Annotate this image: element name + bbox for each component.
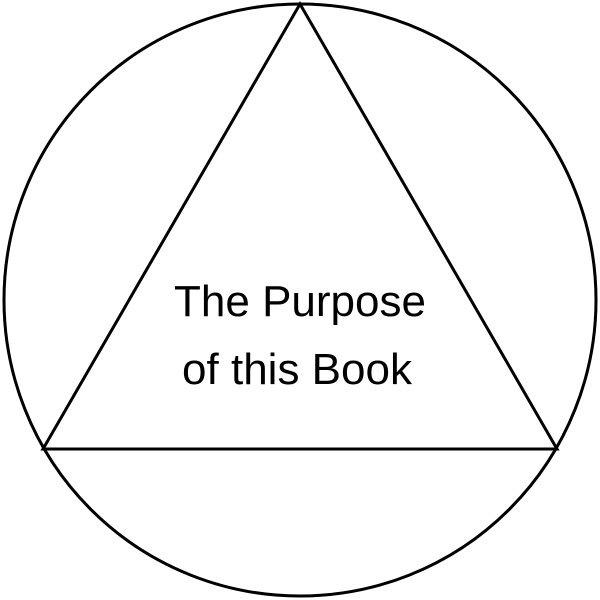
label-line-2: of this Book: [182, 345, 413, 394]
label-line-1: The Purpose: [174, 277, 426, 326]
inscribed-triangle: [40, 1, 560, 451]
